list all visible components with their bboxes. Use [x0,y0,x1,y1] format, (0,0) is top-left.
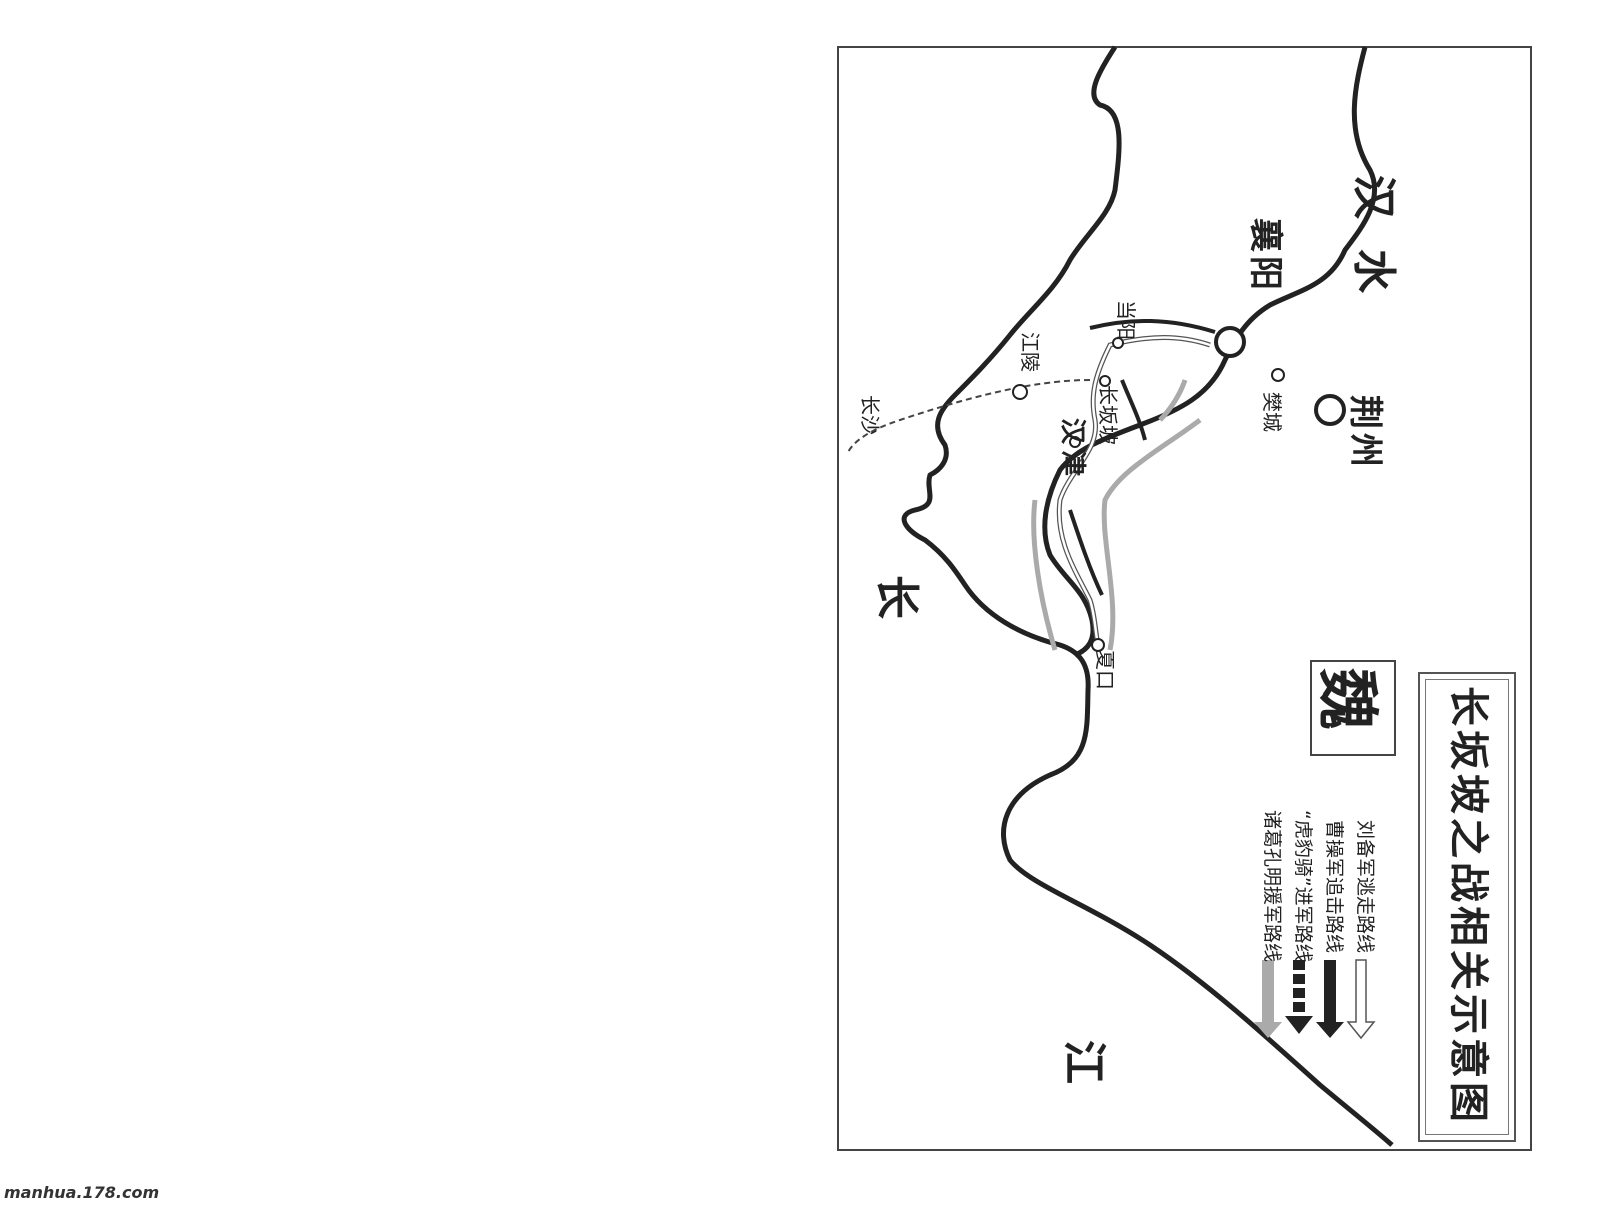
map-title: 长坂坡之战相关示意图 [1445,686,1491,1126]
dangyang-label: 当阳 [1114,300,1138,340]
fancheng-label: 樊城 [1260,392,1284,432]
xiangyang-marker [1214,326,1246,358]
liu-bei-route-inner [1057,336,1211,646]
solid-arrow-icon [1316,960,1344,1038]
legend-item-tiger-leopard: “虎豹骑”进军路线 [1292,810,1314,963]
jiangling-marker [1012,384,1028,400]
changbanpo-label: 长坂坡 [1096,385,1120,445]
hollow-arrow-icon [1346,959,1376,1040]
yangtze-label-bottom: 江 [1058,1040,1109,1114]
jingzhou-label: 荆州 [1345,395,1385,471]
changbanpo-marker [1099,375,1111,387]
legend-item-liu-bei: 刘备军逃走路线 [1354,820,1376,954]
xiakou-label: 夏口 [1093,650,1117,690]
han-river-label: 汉水 [1348,175,1399,323]
dashed-arrow-icon [1285,960,1313,1034]
gray-arrow-icon [1254,960,1282,1038]
right-coastline [1042,46,1378,658]
jingzhou-marker [1314,394,1346,426]
title-box [1418,672,1516,1142]
tiger-leopard-route [847,379,1091,453]
legend-item-zhuge: 诸葛孔明援军路线 [1261,810,1283,963]
xiakou-marker [1091,638,1105,652]
yangtze-label-top: 长 [871,575,922,649]
zhuge-route [1031,379,1202,651]
hanjin-label: 汉津 [1057,418,1087,483]
wei-region-box [1310,660,1396,756]
watermark: manhua.178.com [4,1183,160,1202]
jiangling-label: 江陵 [1018,332,1042,372]
wei-label: 魏 [1311,668,1384,731]
changsha-label: 长沙 [858,395,882,435]
hanjin-marker [1069,436,1081,448]
map-frame [837,46,1532,1151]
legend-arrows [1254,959,1376,1040]
cao-cao-route [1068,318,1216,596]
dangyang-marker [1112,337,1124,349]
legend-item-cao-cao: 曹操军追击路线 [1323,820,1345,954]
left-coastline [901,45,1394,1147]
fancheng-marker [1271,368,1285,382]
xiangyang-label: 襄阳 [1245,218,1285,294]
